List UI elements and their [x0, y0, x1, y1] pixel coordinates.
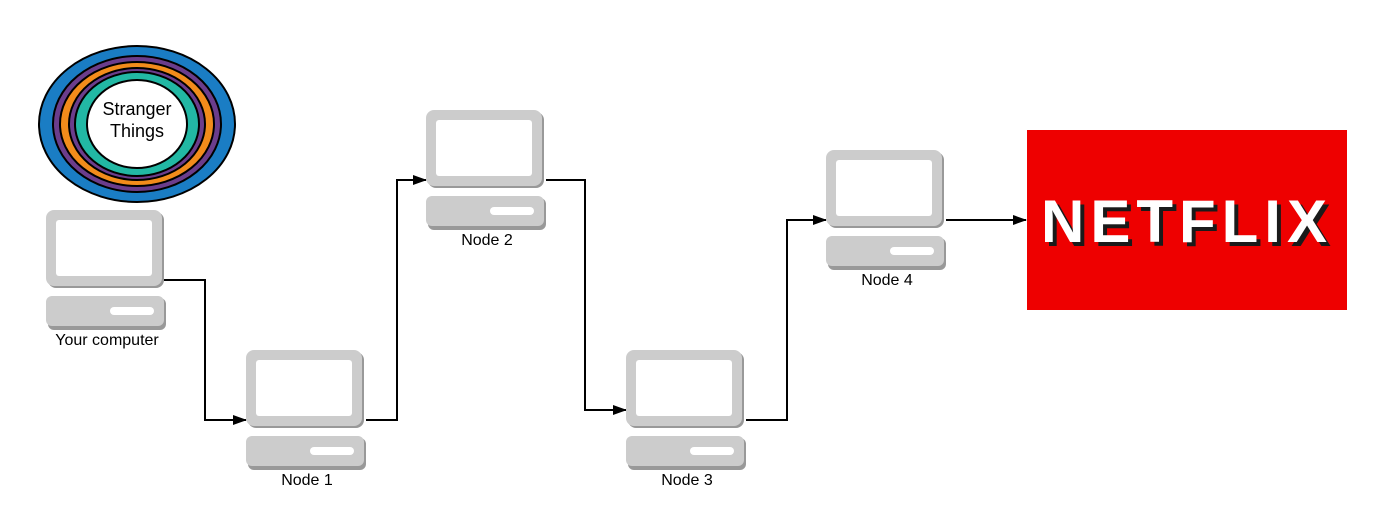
connectors: [164, 175, 1027, 425]
computer-icon: [426, 110, 546, 230]
netflix-destination: NETFLIX NETFLIX: [1027, 130, 1347, 310]
node-2: Node 2: [426, 110, 546, 249]
connector-node-2-to-node-3: [546, 179, 627, 415]
onion-logo: Stranger Things: [38, 45, 236, 203]
connector-node-3-to-node-4: [746, 215, 827, 421]
node-2-label: Node 2: [461, 232, 513, 249]
computer-icon: [246, 350, 366, 470]
node-3: Node 3: [626, 350, 746, 489]
node-4-label: Node 4: [861, 272, 913, 289]
onion-ring-6: [86, 79, 188, 169]
your-computer-node: Your computer: [46, 210, 166, 349]
your-computer-label: Your computer: [55, 332, 159, 349]
onion-label-line1: Stranger: [102, 99, 171, 119]
computer-icon: [826, 150, 946, 270]
netflix-background: [1027, 130, 1347, 310]
node-4: Node 4: [826, 150, 946, 289]
node-3-label: Node 3: [661, 472, 713, 489]
node-1: Node 1: [246, 350, 366, 489]
computer-icon: [626, 350, 746, 470]
onion-label-line2: Things: [110, 121, 164, 141]
connector-your-computer-to-node-1: [164, 279, 247, 425]
netflix-logo-shadow: NETFLIX: [1045, 192, 1337, 259]
netflix-logo: NETFLIX: [1041, 188, 1333, 255]
computer-icon: [46, 210, 166, 330]
node-1-label: Node 1: [281, 472, 333, 489]
connector-node-1-to-node-2: [366, 175, 427, 421]
